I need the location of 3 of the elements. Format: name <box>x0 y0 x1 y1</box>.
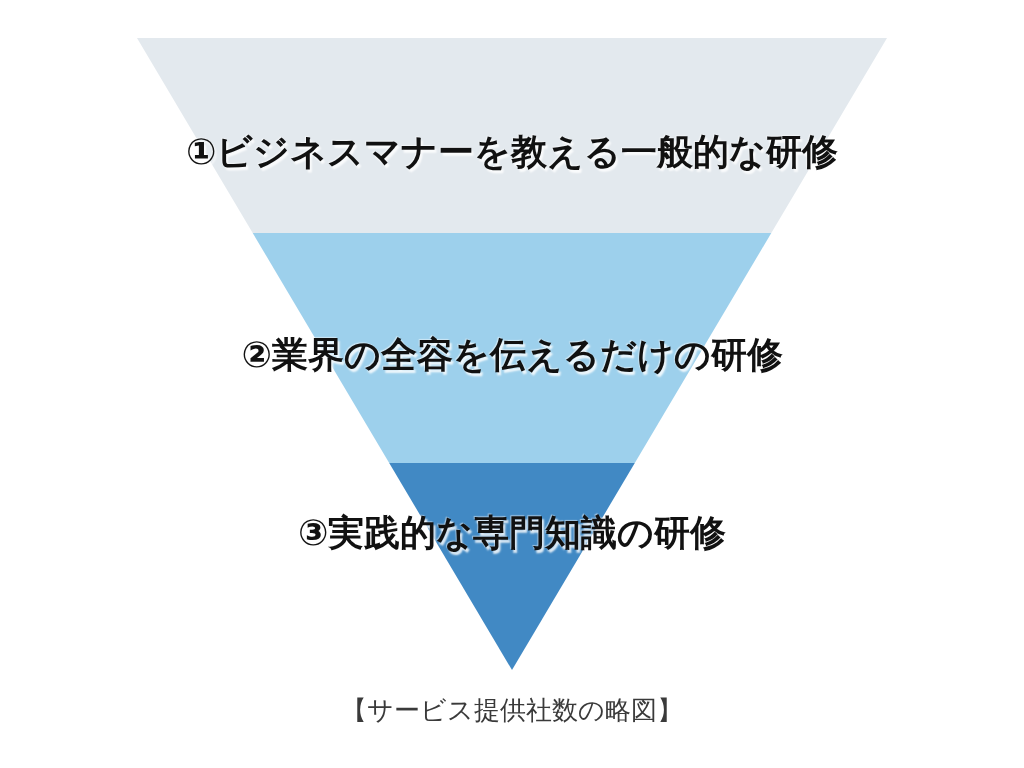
band-label: ②業界の全容を伝えるだけの研修 <box>241 335 783 375</box>
band-label: ①ビジネスマナーを教える一般的な研修 <box>186 132 839 172</box>
caption: 【サービス提供社数の略図】 <box>341 695 683 725</box>
